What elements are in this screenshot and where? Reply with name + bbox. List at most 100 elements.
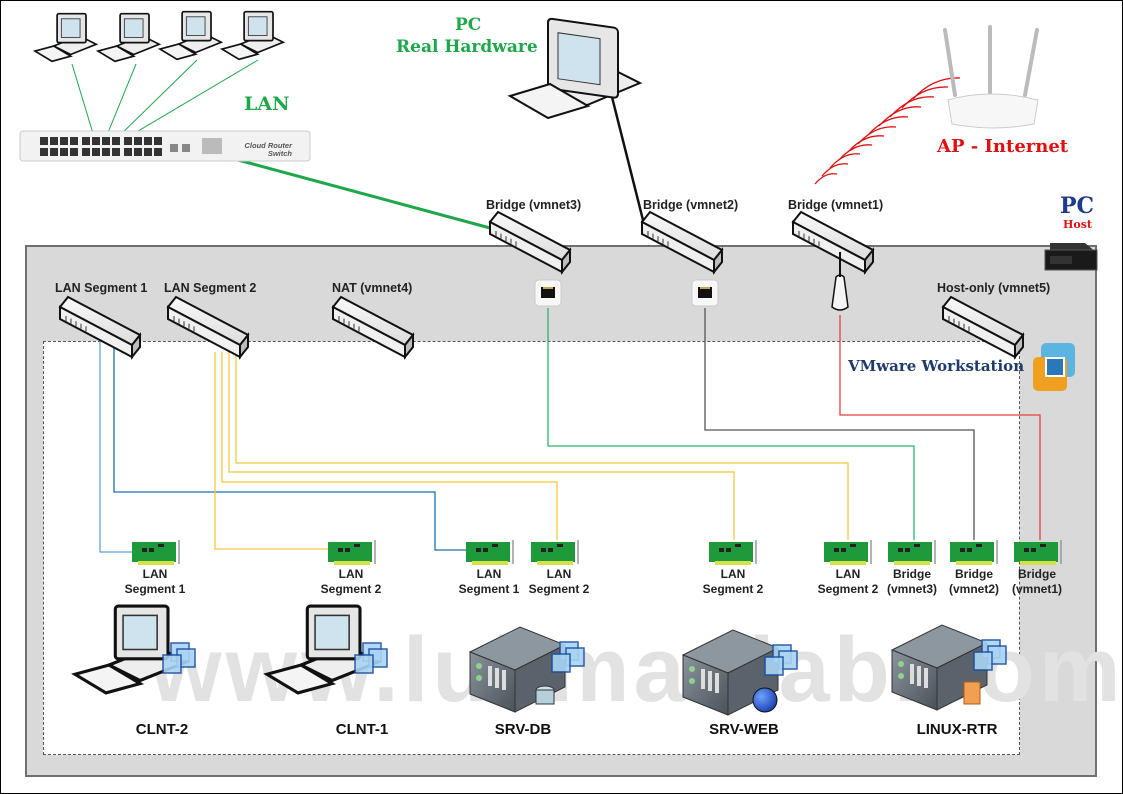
wall-port-vmnet3-icon [534,279,562,307]
vm-label-linuxrtr: LINUX-RTR [916,721,998,738]
pc-real-subtitle: Real Hardware [396,37,538,57]
cable-seg2-srvweb [228,352,735,540]
vm-label-clnt2: CLNT-2 [135,721,189,738]
pc-real-hardware-icon [507,17,643,120]
nic-card-icon [824,540,872,565]
switch-port [60,148,68,156]
switch-port [50,137,58,145]
svg-text:Switch: Switch [268,149,293,158]
switch-port [60,137,68,145]
switch-port [40,137,48,145]
nic-card-icon [466,540,514,565]
switch-port [124,137,132,145]
vm-clnt2-icon [71,604,191,695]
vswitch-label-hostonly: Host-only (vmnet5) [937,281,1051,295]
nic-card-icon [328,540,376,565]
cable-seg1-clnt2 [99,335,132,553]
cable-vmnet2 [704,308,975,540]
vm-label-clnt1: CLNT-1 [335,721,389,738]
lan-pc-icon [95,12,162,63]
switch-port [134,137,142,145]
nic-card-icon [950,540,998,565]
svg-text:Cloud Router: Cloud Router [245,141,294,150]
vswitch-vmnet1-icon [791,210,875,275]
pc-host-title: PC [1060,193,1095,219]
vm-srvdb-icon [468,626,585,713]
switch-port [92,137,100,145]
access-point-icon [943,25,1039,129]
vswitch-label-nat: NAT (vmnet4) [332,281,413,295]
lan-pc-icon [157,10,224,61]
lan-cable [104,63,137,141]
lan-title: LAN [244,93,290,115]
cloud-router-switch [19,130,311,162]
switch-port [82,137,90,145]
globe-icon [752,687,778,713]
nic-card-icon [709,540,757,565]
vmware-logo-icon [1033,343,1075,391]
vswitch-lanseg2-icon [166,295,250,360]
switch-port [112,137,120,145]
cable-vmnet1 [839,315,1041,540]
cable-seg2-srvdb [221,352,558,540]
pc-host-subtitle: Host [1063,218,1093,231]
ap-internet-title: AP - Internet [937,136,1069,157]
vswitch-label-lanseg1: LAN Segment 1 [55,281,148,295]
switch-port [102,148,110,156]
vm-label-srvdb: SRV-DB [494,721,552,738]
nic-label: Bridge(vmnet3) [886,567,937,596]
switch-port [134,148,142,156]
pc-host-icon [1044,243,1098,271]
vswitch-label-vmnet3: Bridge (vmnet3) [486,198,582,212]
vm-label-srvweb: SRV-WEB [709,721,779,738]
vmware-title: VMware Workstation [848,357,1025,375]
vswitch-vmnet3-icon [488,210,572,275]
switch-port [144,137,152,145]
cable-seg1-srvdb [113,335,466,551]
vm-linuxrtr-icon [890,624,1007,711]
nic-label: Bridge(vmnet2) [948,567,999,596]
lan-pc-icon [219,10,286,61]
uplink-to-vmnet3 [237,158,491,230]
cable-seg2-clnt1 [214,352,328,550]
vswitch-vmnet2-icon [640,210,724,275]
switch-port [144,148,152,156]
lan-pc-icon [32,12,99,63]
switch-port [112,148,120,156]
switch-port [154,148,162,156]
switch-port [70,137,78,145]
wall-port-vmnet2-icon [691,279,719,307]
switch-port [102,137,110,145]
lan-cable [114,59,198,141]
switch-port [70,148,78,156]
switch-port [124,148,132,156]
lan-cable [122,59,259,141]
cable-seg2-linuxrtr [235,352,849,540]
vswitch-nat-icon [331,295,415,360]
pc-real-title: PC [455,15,482,35]
vm-srvweb-icon [681,629,798,716]
switch-display [202,138,222,154]
wifi-adapter-icon [831,252,849,311]
switch-port [92,148,100,156]
nic-label: Bridge(vmnet1) [1011,567,1062,596]
wireless-waves-icon [814,77,961,185]
vswitch-hostonly-icon [941,295,1025,360]
vm-clnt1-icon [263,604,383,695]
sfp-port [182,144,190,152]
nic-card-icon [531,540,579,565]
switch-port [82,148,90,156]
nic-card-icon [888,540,936,565]
vswitch-lanseg1-icon [58,295,142,360]
lan-cables [71,59,259,141]
switch-port [50,148,58,156]
uplink-to-vmnet2 [610,96,647,229]
vswitch-label-lanseg2: LAN Segment 2 [164,281,257,295]
